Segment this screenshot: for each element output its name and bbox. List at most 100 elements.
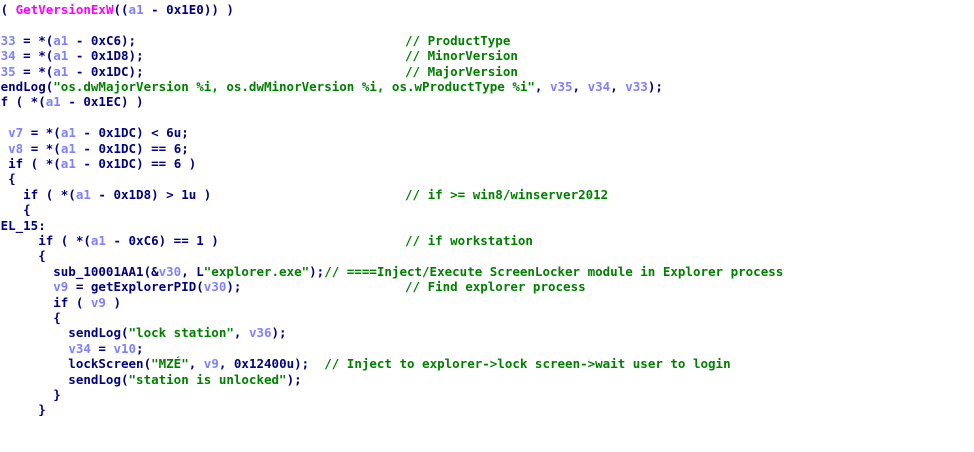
code-token: v36: [248, 325, 272, 341]
code-line: {: [0, 310, 61, 325]
code-token: {: [8, 171, 16, 187]
code-token: a1: [60, 140, 76, 156]
code-line: sendLog("lock station", v36);: [0, 325, 287, 341]
code-token: a1: [53, 48, 69, 64]
code-token: );: [271, 325, 287, 341]
code-token: );: [286, 371, 302, 387]
code-token: GetVersionExW: [15, 2, 114, 17]
code-token: "MZÉ": [151, 356, 189, 372]
code-token: {: [38, 248, 46, 264]
code-token: =: [90, 340, 114, 356]
code-token: a1: [53, 32, 69, 48]
code-token: if ( *(: [0, 94, 46, 110]
code-token: - 0x1DC) < 6u;: [75, 125, 189, 141]
code-token: v30: [158, 263, 182, 279]
code-line: lockScreen("MZÉ", v9, 0x12400u); // Inje…: [0, 356, 731, 372]
code-token: ,: [188, 356, 204, 372]
code-line: if ( v9 ): [0, 295, 121, 310]
code-token: v9: [203, 356, 219, 372]
code-line: v7 = *(a1 - 0x1DC) < 6u;: [0, 125, 189, 140]
code-token: ,: [534, 79, 550, 94]
code-token: - 0x1D8);: [68, 48, 144, 64]
code-line: sub_10001AA1(&v30, L"explorer.exe");// =…: [0, 264, 783, 279]
code-line: v9 = getExplorerPID(v30);: [0, 279, 241, 294]
code-line: if ( *(a1 - 0x1DC) == 6 ): [0, 156, 196, 171]
code-line: v8 = *(a1 - 0x1DC) == 6;: [0, 141, 189, 156]
code-token: );: [647, 79, 663, 94]
code-line: v35 = *(a1 - 0x1DC);: [0, 64, 144, 79]
code-line: }: [0, 387, 61, 402]
code-token: v34: [587, 79, 611, 94]
code-token: );: [309, 263, 325, 279]
code-token: - 0x1DC) == 6 ): [75, 156, 197, 171]
code-token: - 0x1DC) == 6;: [75, 140, 189, 156]
code-token: v9: [90, 294, 106, 310]
code-token: [0, 279, 53, 294]
code-line: v34 = *(a1 - 0x1D8);: [0, 48, 144, 63]
code-token: lockScreen(: [68, 356, 152, 372]
code-line: {: [0, 171, 16, 186]
code-comment: // if workstation: [405, 233, 533, 248]
code-token: ,: [233, 325, 249, 341]
code-line: if ( *(a1 - 0xC6) == 1 ): [0, 233, 219, 248]
code-token: if ( *(: [8, 156, 61, 171]
code-token: ((: [113, 2, 129, 17]
code-line: sendLog("os.dwMajorVersion %i, os.dwMino…: [0, 79, 663, 94]
code-token: v7: [8, 125, 24, 141]
code-token: // Inject to explorer->lock screen->wait…: [324, 356, 731, 372]
code-comment: // MinorVersion: [405, 48, 518, 64]
code-token: v33: [0, 32, 16, 48]
code-token: a1: [45, 94, 61, 110]
code-token: v33: [625, 79, 648, 94]
code-line: if ( GetVersionExW((a1 - 0x1E0)) ): [0, 2, 234, 17]
code-comment: // if >= win8/winserver2012: [405, 186, 609, 202]
code-comment: // MajorVersion: [405, 63, 518, 79]
code-token: a1: [90, 233, 106, 248]
code-token: ;: [136, 340, 144, 356]
code-token: ,: [610, 79, 626, 94]
code-token: sub_10001AA1(&: [53, 263, 159, 279]
code-token: [0, 125, 8, 140]
code-token: a1: [53, 63, 69, 79]
code-token: );: [226, 279, 242, 295]
code-token: v35: [549, 79, 573, 94]
code-line: if ( *(a1 - 0x1EC) ): [0, 94, 144, 109]
code-token: = *(: [23, 140, 61, 156]
code-token: "station is unlocked": [128, 371, 287, 387]
code-token: ,: [572, 79, 588, 94]
code-line: {: [0, 248, 46, 263]
code-token: v35: [0, 63, 16, 79]
code-token: {: [0, 110, 1, 125]
code-token: ): [105, 294, 122, 310]
code-token: = *(: [23, 125, 61, 141]
code-token: [0, 141, 8, 156]
code-token: v34: [0, 48, 16, 64]
code-line: }: [0, 402, 46, 417]
code-token: v30: [203, 279, 227, 295]
code-token: [0, 341, 68, 356]
code-token: = *(: [15, 32, 54, 48]
code-token: v34: [68, 340, 91, 356]
code-token: - 0x1E0)) ): [143, 2, 234, 17]
code-token: sendLog(: [0, 79, 54, 94]
code-token: v10: [113, 340, 137, 356]
code-token: }: [53, 387, 61, 402]
code-line: v34 = v10;: [0, 340, 144, 356]
code-token: "explorer.exe": [203, 263, 310, 279]
code-line: {: [0, 110, 1, 125]
code-token: if ( *(: [38, 233, 91, 248]
code-token: // ====Inject/Execute ScreenLocker modul…: [324, 263, 784, 279]
code-comment: // ProductType: [405, 32, 511, 48]
code-token: a1: [60, 125, 76, 141]
code-token: {: [23, 202, 31, 218]
code-line: v33 = *(a1 - 0xC6);: [0, 33, 136, 48]
code-token: a1: [128, 2, 144, 17]
code-token: - 0x1DC);: [68, 63, 144, 79]
code-token: = *(: [15, 48, 54, 64]
code-token: "os.dwMajorVersion %i, os.dwMinorVersion…: [53, 79, 535, 94]
code-token: if ( *(: [23, 186, 76, 202]
code-token: LABEL_15:: [0, 217, 46, 233]
code-token: sendLog(: [68, 325, 129, 341]
code-token: - 0x1D8) > 1u ): [90, 186, 212, 202]
